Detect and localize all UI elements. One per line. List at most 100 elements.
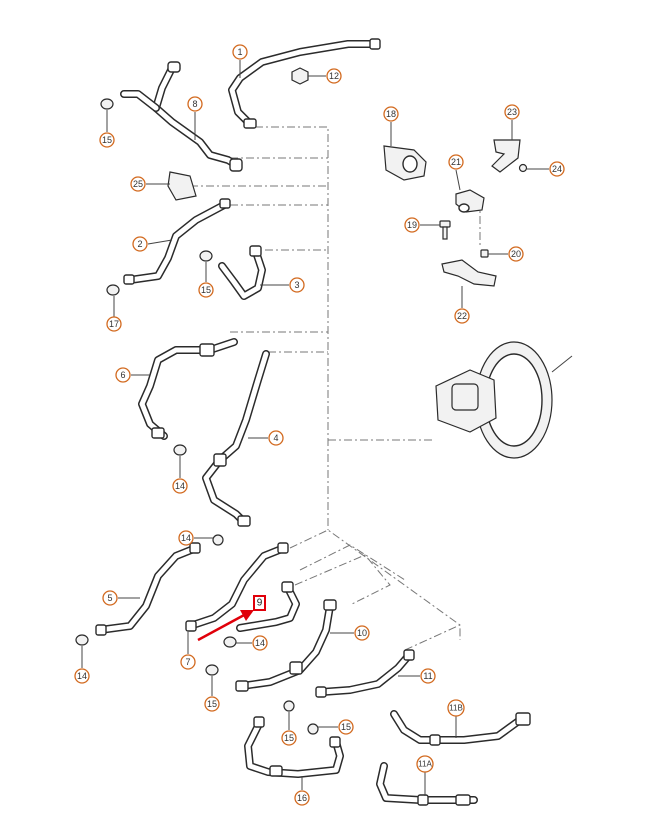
svg-text:15: 15 — [341, 722, 351, 732]
part-15-cap-e[interactable] — [307, 723, 319, 735]
callout-14-d[interactable]: 14 — [252, 635, 268, 651]
callout-3[interactable]: 3 — [289, 277, 305, 293]
callout-2[interactable]: 2 — [132, 236, 148, 252]
svg-text:21: 21 — [451, 157, 461, 167]
callout-16[interactable]: 16 — [294, 790, 310, 806]
svg-text:23: 23 — [507, 107, 517, 117]
part-9-pipe[interactable] — [236, 581, 300, 632]
svg-text:10: 10 — [357, 628, 367, 638]
callout-11[interactable]: 11 — [420, 668, 436, 684]
svg-text:25: 25 — [133, 179, 143, 189]
callout-23[interactable]: 23 — [504, 104, 520, 120]
part-21-switch[interactable] — [455, 189, 485, 213]
svg-text:15: 15 — [207, 699, 217, 709]
callout-7[interactable]: 7 — [180, 654, 196, 670]
svg-text:11: 11 — [423, 671, 432, 681]
part-17-cap[interactable] — [106, 284, 120, 296]
leader-lines — [81, 60, 549, 796]
callout-11b[interactable]: 11B — [447, 699, 465, 717]
part-15-cap-c[interactable] — [205, 664, 219, 676]
part-23-bracket[interactable] — [491, 139, 521, 173]
svg-text:9: 9 — [257, 598, 263, 609]
svg-text:1: 1 — [237, 47, 242, 57]
callout-8[interactable]: 8 — [187, 96, 203, 112]
part-19-bolt[interactable] — [439, 220, 451, 240]
callout-1[interactable]: 1 — [232, 44, 248, 60]
part-10-pipe[interactable] — [235, 599, 337, 692]
svg-text:14: 14 — [175, 481, 185, 491]
callout-9-highlighted[interactable]: 9 — [253, 595, 266, 611]
part-15-cap-b[interactable] — [199, 250, 213, 262]
callout-14-b[interactable]: 14 — [178, 530, 194, 546]
svg-text:17: 17 — [109, 319, 119, 329]
part-20-nut[interactable] — [480, 249, 489, 258]
svg-text:3: 3 — [294, 280, 299, 290]
part-1-pipe[interactable] — [228, 38, 381, 129]
svg-text:20: 20 — [511, 249, 521, 259]
callout-5[interactable]: 5 — [102, 590, 118, 606]
part-11b-pipe[interactable] — [390, 710, 531, 746]
svg-text:16: 16 — [297, 793, 307, 803]
part-14-cap-a[interactable] — [173, 444, 187, 456]
part-14-cap-c[interactable] — [75, 634, 89, 646]
part-5-pipe[interactable] — [95, 542, 201, 636]
part-6-pipe[interactable] — [138, 338, 238, 440]
part-15-cap-a[interactable] — [100, 98, 114, 110]
reference-lines — [190, 126, 481, 651]
svg-text:15: 15 — [284, 733, 294, 743]
callout-20[interactable]: 20 — [508, 246, 524, 262]
callout-18[interactable]: 18 — [383, 106, 399, 122]
part-8-hose[interactable] — [120, 61, 243, 172]
part-3-hose[interactable] — [218, 245, 266, 300]
callout-15-c[interactable]: 15 — [204, 696, 220, 712]
callout-14-a[interactable]: 14 — [172, 478, 188, 494]
brake-booster[interactable] — [435, 341, 573, 459]
part-18-sensor[interactable] — [383, 145, 427, 181]
svg-text:7: 7 — [185, 657, 190, 667]
highlight-arrow — [197, 610, 254, 642]
part-11a-pipe[interactable] — [376, 762, 478, 806]
callout-15-d[interactable]: 15 — [281, 730, 297, 746]
part-14-cap-b[interactable] — [212, 534, 224, 546]
svg-text:4: 4 — [273, 433, 278, 443]
part-22-lever[interactable] — [441, 259, 497, 287]
part-14-cap-d[interactable] — [223, 636, 237, 648]
svg-text:5: 5 — [107, 593, 112, 603]
callout-10[interactable]: 10 — [354, 625, 370, 641]
callout-6[interactable]: 6 — [115, 367, 131, 383]
part-15-cap-d[interactable] — [283, 700, 295, 712]
callout-14-c[interactable]: 14 — [74, 668, 90, 684]
callout-4[interactable]: 4 — [268, 430, 284, 446]
part-11-pipe[interactable] — [315, 649, 415, 698]
part-25-bracket[interactable] — [167, 171, 197, 201]
callout-21[interactable]: 21 — [448, 154, 464, 170]
svg-text:14: 14 — [77, 671, 87, 681]
svg-text:19: 19 — [407, 220, 417, 230]
svg-text:18: 18 — [386, 109, 396, 119]
callout-15-b[interactable]: 15 — [198, 282, 214, 298]
callout-19[interactable]: 19 — [404, 217, 420, 233]
part-4-pipe[interactable] — [202, 350, 270, 527]
part-2-pipe[interactable] — [123, 198, 231, 285]
svg-text:24: 24 — [552, 164, 562, 174]
svg-text:2: 2 — [137, 239, 142, 249]
callout-17[interactable]: 17 — [106, 316, 122, 332]
callout-15-e[interactable]: 15 — [338, 719, 354, 735]
part-24-nut[interactable] — [518, 163, 528, 173]
callout-15-a[interactable]: 15 — [99, 132, 115, 148]
part-12-clip[interactable] — [291, 67, 309, 85]
svg-text:14: 14 — [255, 638, 265, 648]
svg-text:22: 22 — [457, 311, 467, 321]
callout-25[interactable]: 25 — [130, 176, 146, 192]
svg-text:8: 8 — [192, 99, 197, 109]
callout-22[interactable]: 22 — [454, 308, 470, 324]
part-16-pipe[interactable] — [244, 716, 344, 778]
svg-text:11B: 11B — [449, 704, 463, 713]
callout-11a[interactable]: 11A — [416, 755, 434, 773]
part-7-pipe[interactable] — [185, 542, 289, 632]
svg-text:6: 6 — [120, 370, 125, 380]
callout-12[interactable]: 12 — [326, 68, 342, 84]
callout-24[interactable]: 24 — [549, 161, 565, 177]
svg-text:15: 15 — [102, 135, 112, 145]
